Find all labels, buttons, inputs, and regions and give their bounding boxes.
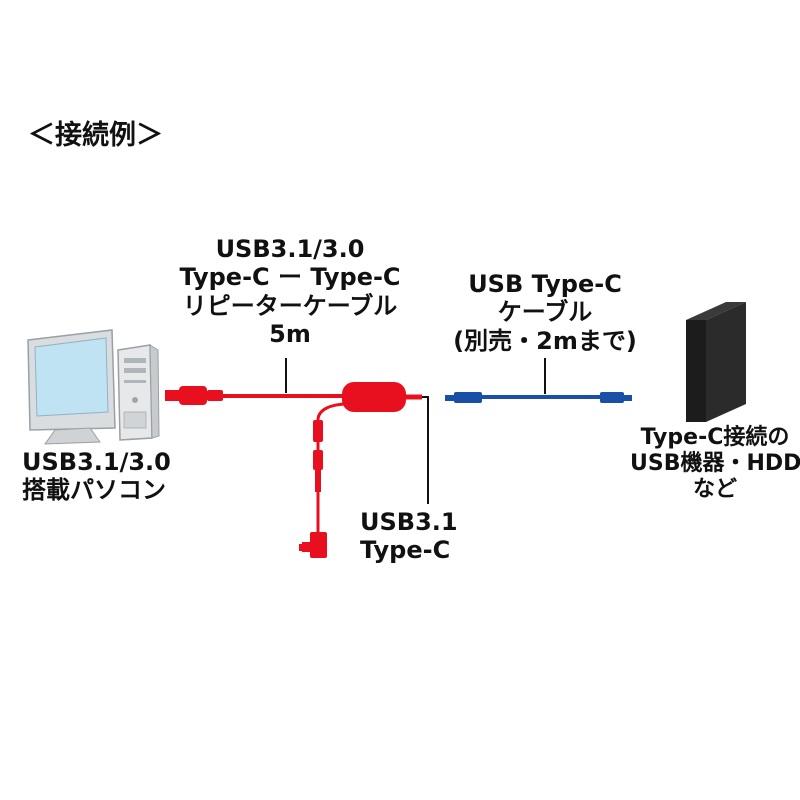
pc-tower [117,344,160,441]
typec-plug-right [600,392,624,403]
typec-cable [445,392,632,403]
typec-plug-left [454,392,482,403]
repeater-label-line-4: 5m [269,319,311,348]
device-label-line-2: USB機器・HDD [630,450,800,476]
pc-label-line-1: USB3.1/3.0 [22,448,171,476]
usb31-label-line-2: Type-C [360,536,451,565]
leader-lines [285,358,546,504]
pc-monitor [27,329,116,445]
section-title: ＜接続例＞ [28,120,163,151]
repeater-unit [342,382,406,412]
repeater-branch-wire [316,402,349,421]
repeater-plug-pc [165,390,179,401]
branch-plug-a [313,420,323,442]
hdd-illustration [686,302,746,422]
branch-plug-b [313,450,323,470]
repeater-plug-boot [207,390,223,401]
typec-label-line-1: USB Type-C [468,270,622,298]
branch-plug-tip [302,542,310,552]
typec-label-line-3: (別売・2mまで) [453,326,637,355]
pc-label: USB3.1/3.0 搭載パソコン [22,448,171,505]
typec-plug-left-tip [445,395,454,401]
repeater-plug-body [179,386,207,405]
repeater-label-line-3: リピーターケーブル [182,291,398,320]
device-label: Type-C接続の USB機器・HDD など [630,425,800,503]
typec-cable-label: USB Type-C ケーブル (別売・2mまで) [430,270,660,355]
typec-label-line-2: ケーブル [497,298,593,327]
repeater-cable [165,382,422,558]
typec-plug-right-tip [624,395,632,401]
device-label-line-1: Type-C接続の [640,425,790,450]
leader-usb31 [422,396,429,504]
repeater-label-line-1: USB3.1/3.0 [215,235,365,263]
device-label-line-3: など [692,476,737,502]
repeater-cable-label: USB3.1/3.0 Type-C ー Type-C リピーターケーブル 5m [155,235,425,348]
pc-illustration [27,329,160,445]
branch-plug-c [315,470,321,492]
usb31-label-line-1: USB3.1 [360,508,458,536]
branch-plug-end [310,532,327,558]
repeater-label-line-2: Type-C ー Type-C [179,263,401,292]
branch-plug-tab [299,544,303,551]
pc-label-line-2: 搭載パソコン [22,476,166,505]
usb31-typec-label: USB3.1 Type-C [360,508,458,565]
